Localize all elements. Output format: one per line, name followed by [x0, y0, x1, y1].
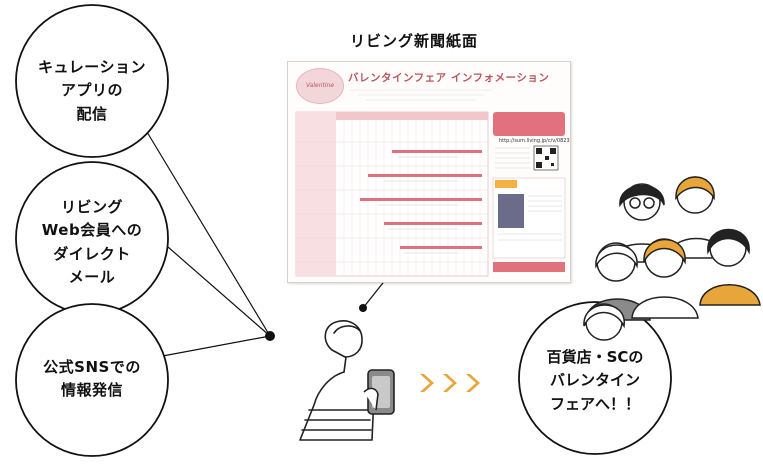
direct-mail-line-2: Web会員への	[41, 221, 143, 240]
direct-mail-label: リビング Web会員への ダイレクト メール	[22, 196, 162, 289]
smartphone-icon	[363, 369, 395, 415]
newspaper-body	[295, 89, 566, 277]
direct-mail-line-4: メール	[68, 267, 116, 286]
newspaper-page: Valentine バレンタインフェア インフォメーション	[287, 61, 571, 283]
destination-line-1: 百貨店・SCの	[546, 348, 644, 366]
sns-line-2: 情報発信	[60, 381, 123, 400]
newspaper-caption: リビング新聞紙面	[350, 32, 479, 50]
newspaper-url: http://sum.living.jp/c/v/0823	[499, 138, 570, 144]
destination-line-3: フェアへ！！	[549, 394, 640, 413]
sns-line-1: 公式SNSでの	[43, 358, 141, 376]
valentine-logo: Valentine	[296, 68, 344, 104]
destination-label: 百貨店・SCの バレンタイン フェアへ！！	[525, 346, 665, 416]
connector-dot-reader	[359, 304, 367, 312]
circle-sns	[15, 303, 169, 457]
curation-label: キュレーション アプリの 配信	[22, 56, 162, 126]
sns-label: 公式SNSでの 情報発信	[22, 356, 162, 403]
direct-mail-line-3: ダイレクト	[53, 244, 131, 263]
people-group-icon	[583, 176, 761, 341]
curation-line-3: 配信	[76, 104, 108, 123]
circle-curation	[15, 4, 169, 158]
connector-curation	[146, 131, 271, 337]
curation-line-2: アプリの	[60, 81, 123, 100]
curation-line-1: キュレーション	[38, 58, 146, 76]
circle-destination	[518, 301, 672, 455]
connector-sns	[151, 335, 271, 359]
arrow-chevron-icon	[420, 374, 480, 392]
destination-line-2: バレンタイン	[549, 371, 640, 390]
reader-illustration	[299, 320, 375, 441]
connector-dot-main	[265, 331, 275, 341]
connector-direct-mail	[159, 239, 271, 337]
newspaper-header: バレンタインフェア インフォメーション	[348, 72, 550, 84]
direct-mail-line-1: リビング	[60, 198, 123, 216]
